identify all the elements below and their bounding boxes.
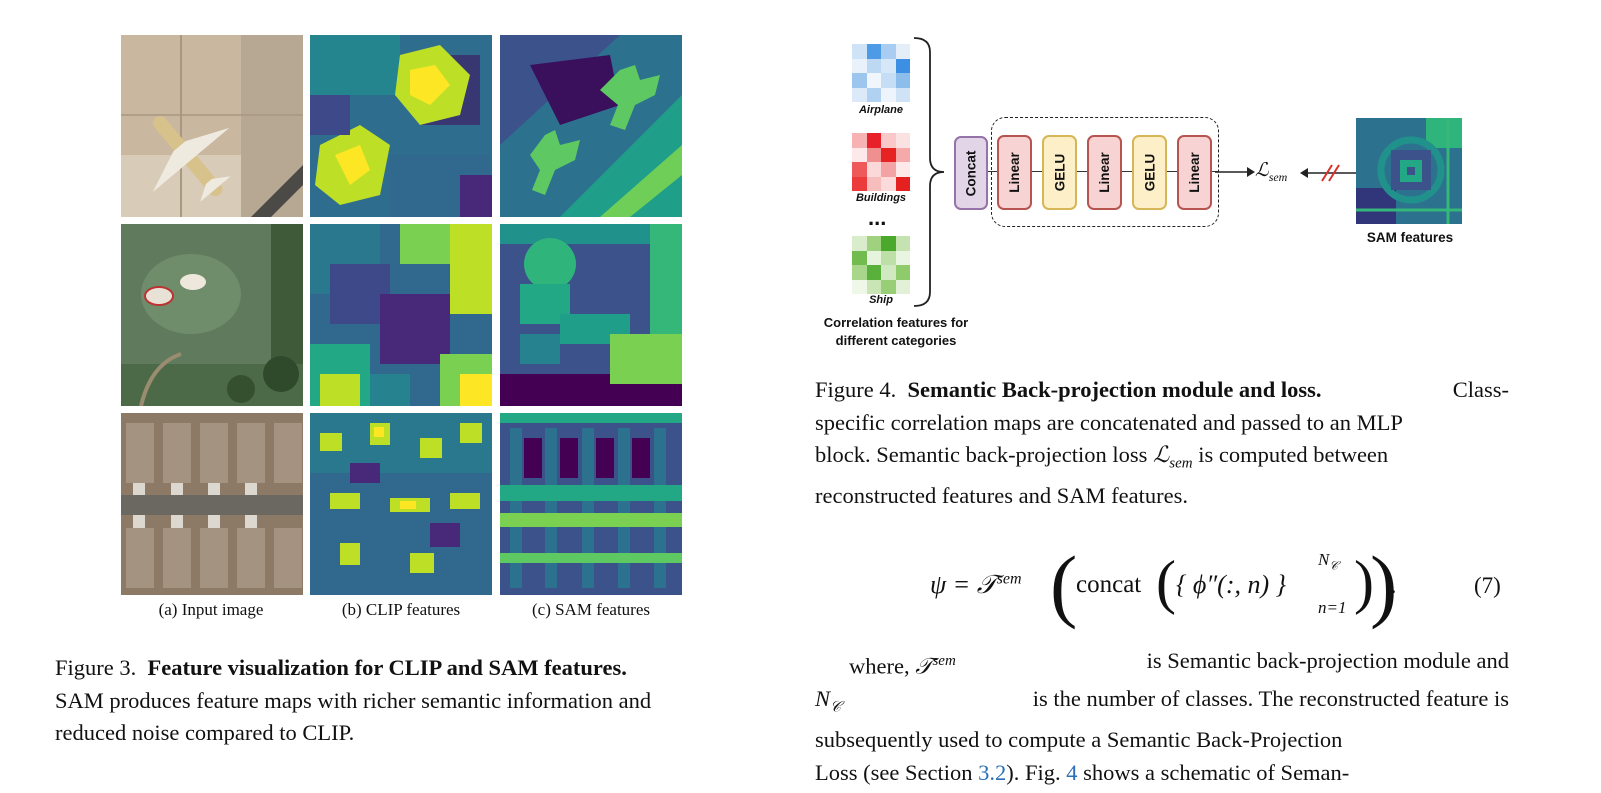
body-line-3: subsequently used to compute a Semantic … [815,727,1343,752]
subcaption-b: (b) CLIP features [341,600,461,619]
figure-4-caption-line-3: block. Semantic back-projection loss ℒse… [815,442,1389,472]
ship-label: Ship [869,294,893,306]
airplane-label: Airplane [858,104,903,116]
ship-correlation-grid [852,236,910,294]
figure-3-title: Feature visualization for CLIP and SAM f… [147,655,627,680]
sam-features-label: SAM features [1366,230,1454,245]
equation-number: (7) [1474,573,1501,598]
correlation-caption-line-2: different categories [835,333,957,348]
figure-4-caption-line-2: specific correlation maps are concatenat… [815,409,1403,435]
equation-inner-paren-close: ) [1354,549,1374,615]
equation-outer-paren-close: ) [1370,539,1398,630]
subcaption-c: (c) SAM features [531,600,650,619]
body-paragraph: where, ψ = 𝒯𝒯sem is Semantic back-projec… [815,645,1509,789]
gelu-block-2: GELU [1132,135,1167,210]
linear-block-1: Linear [997,135,1032,210]
body-line-1: where, ψ = 𝒯𝒯sem is Semantic back-projec… [849,648,1509,679]
gelu-block-1: GELU [1042,135,1077,210]
clip-feature-map-airport [310,35,492,217]
figure-3-label: Figure 3. [55,655,137,680]
grouping-brace [913,37,945,307]
airplane-correlation-grid [852,44,910,102]
figure-4-caption-line-1-tail: Class- [1452,377,1509,402]
clip-feature-map-houses [310,413,492,595]
semantic-loss-label: ℒsem [1255,160,1288,184]
correlation-caption-line-1: Correlation features for [823,315,969,330]
concat-block: Concat [954,136,988,210]
equation-phi-set: { ϕ″(:, n) } [1176,570,1287,599]
correlation-features-caption: Correlation features for different categ… [805,314,987,350]
buildings-label: Buildings [855,192,907,204]
more-categories-ellipsis: ... [868,205,887,230]
buildings-correlation-grid [852,133,910,191]
equation-concat: concat [1076,571,1142,598]
figure-4-label: Figure 4. [815,377,897,402]
figure-4-caption: Figure 4. Semantic Back-projection modul… [815,374,1509,513]
sam-feature-map-golf [500,224,682,406]
section-ref-link[interactable]: 3.2 [978,759,1007,785]
equation-lower-limit: n=1 [1318,598,1347,617]
clip-feature-map-golf [310,224,492,406]
body-line-4: Loss (see Section 3.2). Fig. 4 shows a s… [815,759,1350,785]
figure-3-caption-line-1: SAM produces feature maps with richer se… [55,687,652,713]
sam-features-thumbnail [1356,118,1462,224]
equation-outer-paren-open: ( [1050,539,1078,630]
equation-lhs: ψ = 𝒯sem [930,570,1022,599]
equation-upper-limit: N𝒞 [1318,550,1339,573]
equation-7: ψ = 𝒯sem ( concat ( { ϕ″(:, n) } N𝒞 n=1 … [930,540,1510,636]
stop-gradient-arrow [1300,164,1356,182]
linear-block-3: Linear [1177,135,1212,210]
subcaption-a: (a) Input image [158,600,264,619]
equation-inner-paren-open: ( [1156,549,1176,615]
input-image-houses [121,413,303,595]
figure-3-caption: Figure 3. Feature visualization for CLIP… [55,652,755,750]
figure-4-caption-line-4: reconstructed features and SAM features. [815,483,1188,508]
figure-ref-link[interactable]: 4 [1066,759,1078,785]
figure-3-caption-line-2: reduced noise compared to CLIP. [55,720,355,745]
input-image-golf [121,224,303,406]
arrow-to-loss [1215,167,1255,177]
sam-feature-map-airport [500,35,682,217]
body-line-2: N𝒞 is the number of classes. The reconst… [815,686,1509,716]
sam-feature-map-houses [500,413,682,595]
linear-block-2: Linear [1087,135,1122,210]
figure-4-title: Semantic Back-projection module and loss… [907,377,1322,402]
equation-period: . [1390,570,1397,599]
input-image-airport [121,35,303,217]
